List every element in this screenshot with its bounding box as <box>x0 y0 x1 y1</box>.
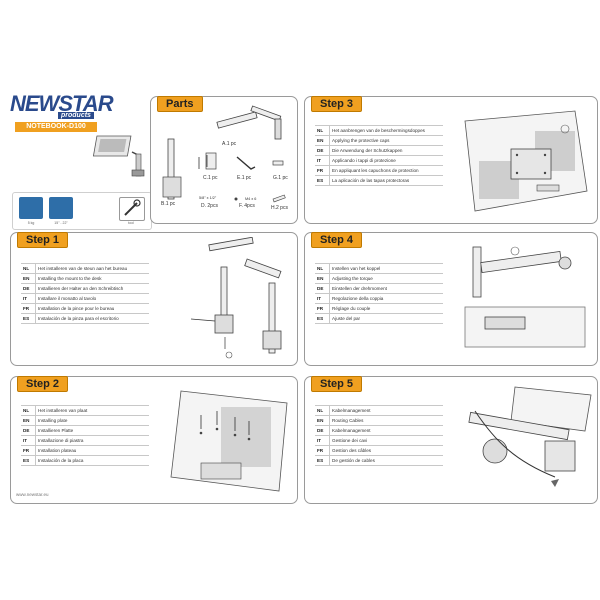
part-g-label: G.1 pc <box>273 175 288 181</box>
step5-title: Step 5 <box>311 376 363 392</box>
feature-icons: 5 kg 15" - 22" tool <box>12 192 152 230</box>
weight-label: 5 kg <box>27 221 35 225</box>
logo-subtitle: products <box>58 112 94 119</box>
part-d-label: D. 2pcs <box>201 203 218 209</box>
part-d-size: 5/8" x 1/2" <box>199 196 217 200</box>
part-b-label: B.1 pc <box>161 201 176 207</box>
weight-icon <box>19 197 43 219</box>
model-label: NOTEBOOK-D100 <box>15 122 97 132</box>
logo-text: NEWSTAR <box>10 91 114 116</box>
part-c-label: C.1 pc <box>203 175 218 181</box>
parts-illustration <box>162 105 286 203</box>
step3-illustration <box>464 110 588 212</box>
step1-title: Step 1 <box>17 232 69 248</box>
parts-title: Parts <box>157 96 203 112</box>
step4-title: Step 4 <box>311 232 363 248</box>
step2-title: Step 2 <box>17 376 69 392</box>
part-a-label: A.1 pc <box>222 141 237 147</box>
tool-label: tool <box>128 221 134 225</box>
step3-title: Step 3 <box>311 96 363 112</box>
part-e-label: E.1 pc <box>237 175 252 181</box>
footer-url: www.newstar.eu <box>16 492 49 497</box>
brand-logo: NEWSTAR products <box>10 91 114 120</box>
screen-size-icon <box>49 197 73 219</box>
screen-size-label: 15" - 22" <box>54 221 68 225</box>
step2-illustration <box>170 390 288 492</box>
step1-illustration <box>190 237 282 359</box>
part-h-label: H.2 pcs <box>271 205 288 211</box>
step4-illustration <box>464 246 586 348</box>
tool-icon <box>119 197 145 221</box>
step5-illustration <box>468 386 592 487</box>
part-f-label: F. 4pcs <box>239 203 255 209</box>
cover-illustration <box>92 135 145 177</box>
parts-panel: Parts A.1 pc B.1 pc C.1 pc 5/8" x 1/2" D… <box>150 96 298 224</box>
part-f-size: M4 x 6 <box>245 197 257 201</box>
